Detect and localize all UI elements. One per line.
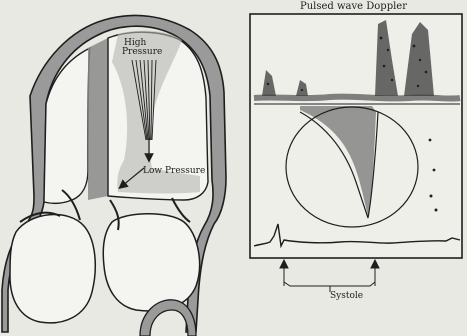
doppler-baseline	[254, 97, 460, 99]
low-pressure-label: Low Pressure	[143, 167, 205, 176]
systole-label: Systole	[330, 292, 363, 301]
systole-bracket	[280, 260, 379, 292]
doppler-title: Pulsed wave Doppler	[300, 2, 407, 12]
high-pressure-label-line2: Pressure	[122, 48, 162, 57]
